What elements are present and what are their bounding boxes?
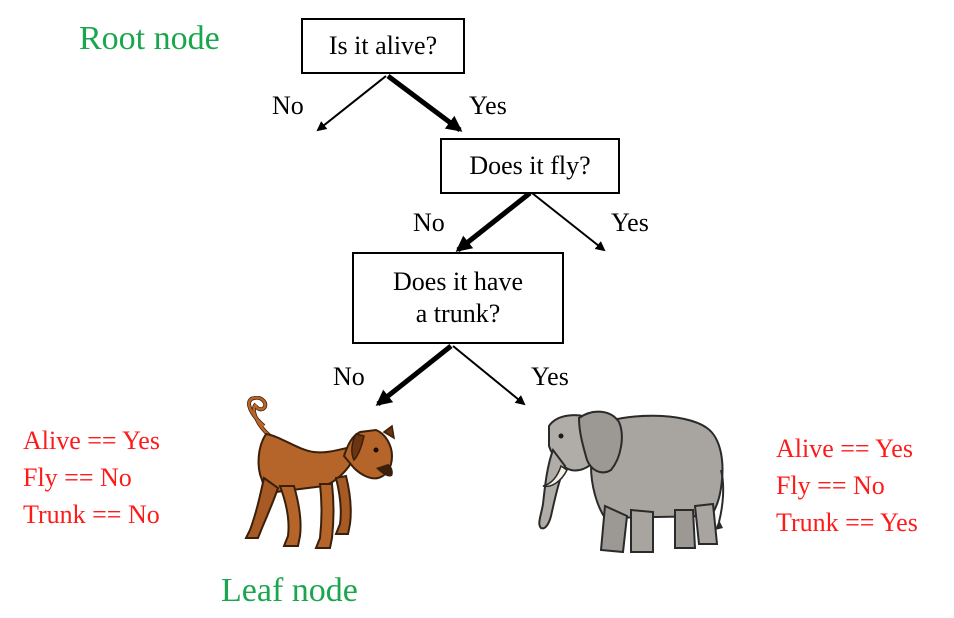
- rule-line: Alive == Yes: [23, 426, 160, 455]
- edge-label-q2-no: No: [413, 208, 445, 237]
- decision-node-label: Is it alive?: [328, 30, 438, 60]
- edge-q3-yes: [452, 345, 526, 406]
- dog-icon: [244, 396, 396, 549]
- elephant-icon: [538, 410, 725, 554]
- decision-node-label: a trunk?: [415, 299, 501, 328]
- dog-rules: Alive == Yes Fly == No Trunk == No: [23, 422, 160, 533]
- elephant-rules: Alive == Yes Fly == No Trunk == Yes: [776, 430, 918, 541]
- edge-label-q2-yes: Yes: [611, 208, 649, 237]
- decision-node-label: Does it have: [393, 266, 523, 296]
- decision-node-trunk: Does it have a trunk?: [352, 252, 564, 344]
- root-node-caption: Root node: [79, 20, 220, 57]
- edge-label-q3-yes: Yes: [531, 362, 569, 391]
- edge-label-q3-no: No: [333, 362, 365, 391]
- rule-line: Fly == No: [776, 471, 885, 500]
- decision-node-fly: Does it fly?: [440, 138, 620, 194]
- rule-line: Fly == No: [23, 463, 132, 492]
- leaf-node-caption: Leaf node: [221, 572, 358, 609]
- rule-line: Alive == Yes: [776, 434, 913, 463]
- edge-q3-no: [375, 344, 453, 406]
- edge-q2-yes: [531, 192, 606, 252]
- edge-q2-no: [455, 191, 532, 252]
- edge-q1-no: [316, 75, 387, 132]
- rule-line: Trunk == Yes: [776, 508, 918, 537]
- rule-line: Trunk == No: [23, 500, 160, 529]
- edge-q1-yes: [386, 74, 463, 132]
- edge-label-q1-no: No: [272, 91, 304, 120]
- decision-node-alive: Is it alive?: [301, 18, 465, 74]
- edge-label-q1-yes: Yes: [469, 91, 507, 120]
- decision-node-label: Does it fly?: [469, 150, 591, 180]
